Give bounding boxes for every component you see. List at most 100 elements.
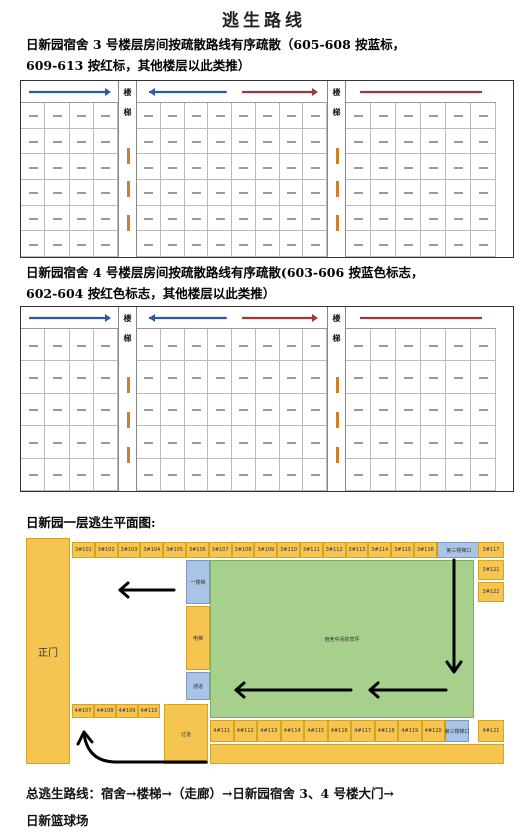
room-cell	[371, 393, 396, 427]
room-cell	[45, 154, 70, 180]
room-cell	[371, 154, 396, 180]
room-cell	[208, 231, 232, 257]
stair-label: 楼梯	[123, 313, 132, 343]
room-cell	[396, 128, 421, 155]
room-cell	[255, 103, 280, 129]
room-cell	[303, 128, 327, 155]
room-label: 3#103	[117, 542, 141, 558]
room-label: 4#110	[138, 704, 160, 718]
room-cell	[471, 205, 496, 232]
room-label: 3#108	[231, 542, 255, 558]
room-label: 4#108	[94, 704, 116, 718]
room-cell	[184, 179, 209, 206]
room-block	[137, 307, 328, 491]
room-label: 4#111	[210, 720, 234, 742]
escape-arrows	[76, 558, 463, 764]
room-cell	[396, 154, 421, 180]
room-cell	[255, 361, 280, 394]
room-cell	[45, 361, 70, 394]
room-cell	[396, 103, 421, 129]
room-cell	[69, 154, 94, 180]
room-cell	[346, 458, 371, 491]
room-cell	[303, 361, 327, 394]
room-cell	[471, 361, 496, 394]
room-cell	[69, 393, 94, 427]
room-label: 4#114	[280, 720, 304, 742]
room-cell	[21, 179, 46, 206]
arrow-left-mid2-head	[234, 681, 246, 699]
route-end: 日新篮球场	[26, 813, 89, 828]
room-cell	[396, 231, 421, 257]
room-cell	[184, 426, 209, 459]
direction-arrows	[29, 314, 111, 322]
room-cell	[232, 458, 256, 491]
building4-text-line2: 602-604 按红色标志，其他楼层以此类推）	[26, 286, 276, 301]
room-cell	[232, 329, 256, 362]
stairwell: 楼梯	[119, 81, 137, 257]
room-cell	[137, 361, 161, 394]
room-cell	[346, 154, 371, 180]
room-cell	[232, 128, 256, 155]
room-cell	[471, 458, 496, 491]
room-block	[21, 307, 119, 491]
room-cell	[421, 458, 446, 491]
room-cell	[93, 393, 118, 427]
room-cell	[69, 426, 94, 459]
direction-row	[21, 307, 118, 329]
room-label: 3#116	[414, 542, 437, 558]
room-cell	[137, 426, 161, 459]
room-label: 4#115	[304, 720, 328, 742]
room-cell	[93, 103, 118, 129]
stair-marker	[335, 411, 339, 429]
direction-arrows	[29, 88, 111, 96]
room-cell	[371, 426, 396, 459]
direction-row	[21, 81, 118, 103]
route-arrow-head	[312, 314, 318, 322]
room-cell	[371, 103, 396, 129]
room-cell	[93, 361, 118, 394]
room-cell	[303, 231, 327, 257]
room-cell	[303, 458, 327, 491]
room-cell	[346, 179, 371, 206]
room-cell	[137, 154, 161, 180]
room-label: 3#109	[254, 542, 278, 558]
stair-marker	[126, 147, 130, 164]
stair-marker	[126, 214, 130, 231]
room-cell	[232, 205, 256, 232]
room-cell	[255, 179, 280, 206]
room-label: 3#110	[277, 542, 300, 558]
room-label: 3#105	[163, 542, 186, 558]
room-cell	[160, 179, 185, 206]
route-arrow-head	[105, 88, 111, 96]
room-cell	[279, 329, 304, 362]
room-cell	[471, 103, 496, 129]
room-cell	[21, 393, 46, 427]
arrow-curve-gate-head	[76, 730, 94, 746]
room-cell	[371, 329, 396, 362]
room-label: 3#102	[94, 542, 118, 558]
room-cell	[45, 393, 70, 427]
room-cell	[232, 231, 256, 257]
room-cell	[279, 231, 304, 257]
room-cell	[137, 205, 161, 232]
room-cell	[446, 458, 471, 491]
room-cell	[446, 128, 471, 155]
room-cell	[184, 154, 209, 180]
room-cell	[69, 103, 94, 129]
room-cell	[396, 426, 421, 459]
room-label: 3#114	[368, 542, 392, 558]
room-cell	[346, 205, 371, 232]
stairwell: 楼梯	[328, 81, 346, 257]
room-label: 3#112	[322, 542, 346, 558]
room-cell	[346, 426, 371, 459]
direction-arrows	[360, 316, 482, 320]
room-cell	[279, 128, 304, 155]
room-cell	[279, 426, 304, 459]
room-cell	[208, 361, 232, 394]
room-cell	[346, 128, 371, 155]
room-cell	[446, 154, 471, 180]
room-cell	[21, 205, 46, 232]
arrow-left-mid1-head	[368, 681, 380, 699]
stair-marker	[335, 446, 339, 464]
direction-row	[346, 81, 496, 103]
